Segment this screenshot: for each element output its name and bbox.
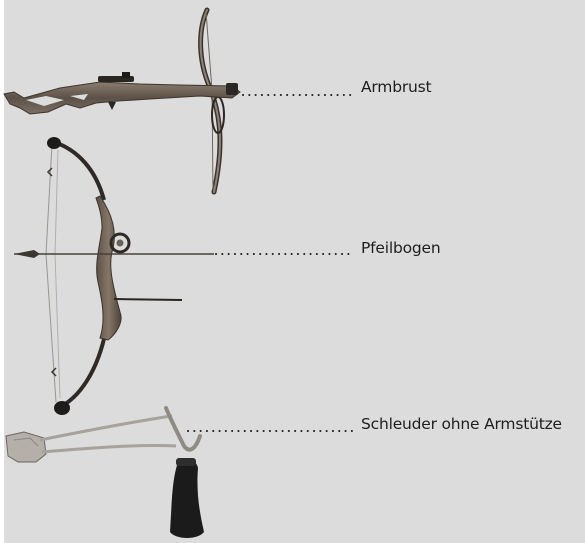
crossbow-illustration: [4, 10, 240, 192]
label-pfeilbogen: Pfeilbogen: [361, 239, 440, 257]
slingshot-illustration: [6, 408, 204, 538]
label-armbrust: Armbrust: [361, 78, 431, 96]
label-schleuder: Schleuder ohne Armstütze: [361, 415, 562, 433]
compound-bow-illustration: [14, 137, 214, 415]
